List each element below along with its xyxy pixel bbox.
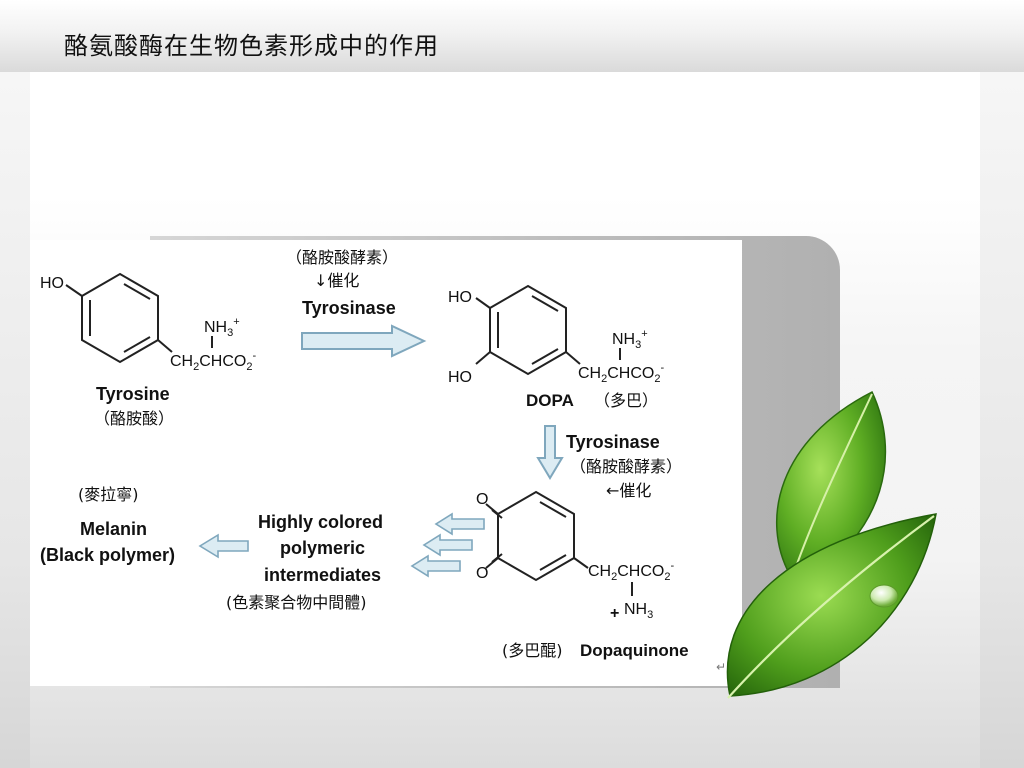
dopaquinone-chain-label: CH2CHCO2- — [588, 560, 674, 583]
step1-catalyze-cn: ↓催化 — [314, 271, 359, 290]
dopa-nh3-label: NH3+ — [612, 328, 648, 351]
diagram-panel — [30, 240, 742, 686]
tyrosine-structure — [65, 272, 213, 364]
step2-arrow — [536, 425, 564, 480]
dopaquinone-name-cn: (多巴醌) — [502, 641, 563, 660]
green-leaves-illustration — [726, 390, 937, 699]
left-margin — [0, 72, 30, 768]
step2-enzyme-cn: （酪胺酸酵素） — [570, 457, 682, 476]
dopaquinone-name: Dopaquinone — [580, 641, 689, 660]
dopa-name: DOPA — [526, 391, 574, 410]
melanin-cn: (麥拉寧) — [78, 485, 139, 504]
step1-enzyme-cn: （酪胺酸酵素） — [286, 248, 398, 267]
tyrosine-chain-label: CH2CHCO2- — [170, 350, 256, 373]
tyrosine-name-cn: （酪胺酸） — [94, 409, 174, 428]
dopa-chain-label: CH2CHCO2- — [578, 362, 664, 385]
dopa-name-cn: （多巴） — [594, 391, 658, 410]
polymerization-arrows — [410, 512, 485, 578]
dopaquinone-plus-sign: + — [610, 605, 619, 622]
melanin-arrow — [198, 533, 249, 559]
step1-enzyme: Tyrosinase — [302, 298, 396, 318]
step1-arrow — [301, 324, 427, 358]
dopaquinone-nh3-label: NH3 — [624, 601, 653, 621]
slide-title: 酪氨酸酶在生物色素形成中的作用 — [64, 32, 439, 60]
dopaquinone-o-top-label: O — [476, 491, 488, 508]
tyrosine-ho-label: HO — [40, 275, 64, 292]
intermediates-line1: Highly colored — [258, 512, 383, 532]
dopa-ho-top-label: HO — [448, 289, 472, 306]
paragraph-return-mark: ↵ — [716, 660, 727, 674]
title-band — [0, 0, 1024, 72]
step2-enzyme: Tyrosinase — [566, 432, 660, 452]
intermediates-line3: intermediates — [264, 565, 381, 585]
melanin-desc: (Black polymer) — [40, 545, 175, 565]
tyrosine-name: Tyrosine — [96, 384, 170, 404]
dopaquinone-structure — [485, 490, 633, 596]
right-margin — [980, 72, 1024, 768]
dopa-ho-bottom-label: HO — [448, 369, 472, 386]
tyrosine-nh3-label: NH3+ — [204, 316, 240, 339]
dopaquinone-o-bottom-label: O — [476, 565, 488, 582]
step2-catalyze-cn: ←催化 — [606, 481, 651, 500]
dopa-structure — [475, 284, 621, 376]
intermediates-cn: (色素聚合物中間體) — [226, 593, 367, 612]
melanin-name: Melanin — [80, 519, 147, 539]
intermediates-line2: polymeric — [280, 538, 365, 558]
